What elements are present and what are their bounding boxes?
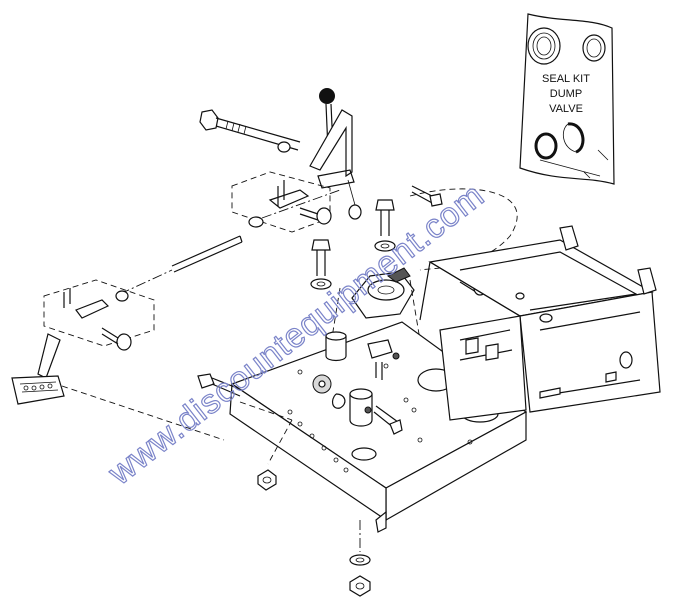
valve-sleeve: [349, 388, 403, 435]
bolt-vertical-2: [310, 239, 332, 290]
pivot-bracket-lower: [43, 279, 155, 351]
lever-knob-icon: [319, 88, 335, 104]
pivot-bracket-upper: [231, 171, 341, 233]
long-bolt-top: [199, 109, 301, 153]
spring-clip: [331, 393, 346, 409]
valve-block: [367, 339, 400, 380]
seal-ring-cup-icon: [582, 34, 606, 62]
foot-pedal: [11, 333, 225, 441]
nut-left-plate: [257, 469, 277, 491]
seal-kit-label-line3: VALVE: [549, 103, 583, 115]
valve-cylinder: [325, 331, 347, 362]
long-rod: [119, 235, 243, 295]
dump-valve: [329, 188, 518, 351]
seal-kit-label-line1: SEAL KIT: [542, 73, 590, 85]
backup-ring-icon: [562, 122, 585, 154]
o-ring-icon: [534, 132, 558, 160]
seal-ring-large-icon: [527, 27, 561, 65]
bottom-nut: [349, 575, 371, 597]
control-lever: [309, 88, 362, 220]
bottom-washer: [349, 520, 371, 566]
gear-icon: [312, 374, 332, 394]
bolt-left-plate: [197, 373, 243, 397]
bolt-vertical-1: [374, 199, 396, 252]
seal-kit-bag: SEAL KIT DUMP VALVE: [519, 13, 615, 185]
seal-kit-label-line2: DUMP: [550, 88, 582, 100]
chassis-frame: [419, 225, 661, 421]
bolt-right-upper: [411, 185, 443, 207]
